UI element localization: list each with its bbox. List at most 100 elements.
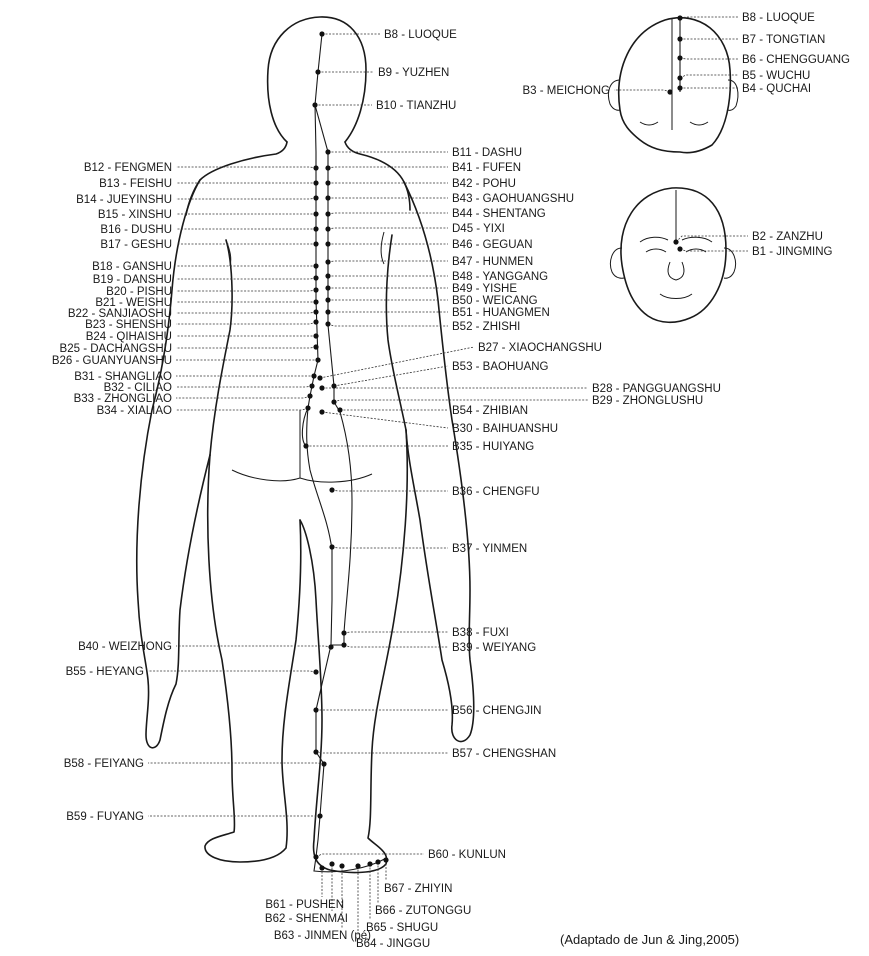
acupoint-dot-b30	[319, 409, 324, 414]
leader-line-b52	[328, 324, 448, 326]
acupoint-dot-b10	[312, 102, 317, 107]
acupoint-dot-b26	[315, 357, 320, 362]
acupoint-label-b5: B5 - WUCHU	[742, 70, 810, 82]
acupoint-label-b29: B29 - ZHONGLUSHU	[592, 395, 703, 407]
acupoint-dot-b24	[313, 333, 318, 338]
acupoint-dot-b43	[325, 195, 330, 200]
acupoint-dot-b64	[355, 863, 360, 868]
leader-line-b36	[332, 490, 448, 491]
leader-line-b33	[176, 396, 310, 398]
acupoint-label-b42: B42 - POHU	[452, 178, 516, 190]
acupoint-label-b52: B52 - ZHISHI	[452, 321, 520, 333]
leader-line-b3	[614, 90, 670, 92]
acupoint-label-b26: B26 - GUANYUANSHU	[52, 355, 172, 367]
leader-line-b5	[680, 75, 738, 78]
acupoint-label-b3: B3 - MEICHONG	[522, 85, 610, 97]
acupoint-label-b25: B25 - DACHANGSHU	[60, 343, 172, 355]
acupoint-dot-b53	[331, 383, 336, 388]
acupoint-label-b19: B19 - DANSHU	[93, 274, 172, 286]
acupoint-dot-b39	[341, 642, 346, 647]
leader-line-b23	[176, 322, 316, 324]
acupoint-label-b24: B24 - QIHAISHU	[86, 331, 172, 343]
leader-line-b20	[176, 290, 316, 291]
acupoint-label-b38: B38 - FUXI	[452, 627, 509, 639]
acupoint-dot-b38	[341, 630, 346, 635]
acupoint-dot-b63	[339, 863, 344, 868]
acupoint-label-b40: B40 - WEIZHONG	[78, 641, 172, 653]
acupoint-label-b35: B35 - HUIYANG	[452, 441, 534, 453]
acupoint-label-b15: B15 - XINSHU	[98, 209, 172, 221]
acupoint-label-b7: B7 - TONGTIAN	[742, 34, 825, 46]
acupoint-label-b4: B4 - QUCHAI	[742, 83, 811, 95]
acupoint-label-b58: B58 - FEIYANG	[64, 758, 144, 770]
head-top-outline	[619, 18, 731, 153]
acupoint-label-b46: B46 - GEGUAN	[452, 239, 533, 251]
acupoint-label-b56: B56 - CHENGJIN	[452, 705, 541, 717]
acupoint-label-b12: B12 - FENGMEN	[84, 162, 172, 174]
acupoint-label-b23: B23 - SHENSHU	[85, 319, 172, 331]
acupoint-dot-b50	[325, 297, 330, 302]
acupoint-label-b65: B65 - SHUGU	[366, 922, 438, 934]
leader-lines	[148, 17, 748, 936]
acupoint-label-b27: B27 - XIAOCHANGSHU	[478, 342, 602, 354]
leader-line-b60	[316, 854, 424, 857]
acupoint-dot-b27	[317, 375, 322, 380]
acupoint-label-b66: B66 - ZUTONGGU	[375, 905, 471, 917]
acupoint-dot-b60	[313, 854, 318, 859]
acupoint-dot-b55	[313, 669, 318, 674]
acupoint-dot-b48	[325, 273, 330, 278]
acupoint-dot-b11	[325, 149, 330, 154]
meridian-inner-line	[308, 34, 322, 408]
acupoint-dot-b17	[313, 241, 318, 246]
acupoint-dot-b45	[325, 226, 330, 231]
body-torso-right	[386, 235, 406, 430]
body-right-leg	[300, 430, 407, 872]
acupoint-label-b16: B16 - DUSHU	[100, 224, 172, 236]
acupoint-dot-b41	[325, 165, 330, 170]
acupoint-dot-b46	[325, 241, 330, 246]
meridian-thigh-inner	[307, 408, 332, 752]
leader-line-b44	[328, 213, 448, 214]
acupoint-label-b57: B57 - CHENGSHAN	[452, 748, 556, 760]
acupoint-dot-b18	[313, 263, 318, 268]
acupoint-dot-b23	[313, 319, 318, 324]
leader-line-b53	[334, 366, 448, 386]
acupoint-label-b14: B14 - JUEYINSHU	[76, 194, 172, 206]
leader-line-b39	[344, 645, 448, 647]
acupoint-label-b37: B37 - YINMEN	[452, 543, 527, 555]
acupoint-dot-b8h	[677, 15, 682, 20]
face-figure	[610, 188, 735, 322]
acupoint-label-b44: B44 - SHENTANG	[452, 208, 546, 220]
acupoint-label-b36: B36 - CHENGFU	[452, 486, 540, 498]
acupoint-label-b62: B62 - SHENMAI	[265, 913, 348, 925]
acupoint-label-b59: B59 - FUYANG	[66, 811, 144, 823]
acupoint-label-b34: B34 - XIALIAO	[97, 405, 172, 417]
acupoint-dot-b3	[667, 89, 672, 94]
acupoint-label-b51: B51 - HUANGMEN	[452, 307, 550, 319]
leader-line-b22	[176, 312, 316, 313]
acupoint-label-b30: B30 - BAIHUANSHU	[452, 423, 558, 435]
acupoint-label-b9: B9 - YUZHEN	[378, 67, 449, 79]
body-scapula-right	[381, 232, 384, 264]
acupoint-dot-b8	[319, 31, 324, 36]
acupoint-label-b8h: B8 - LUOQUE	[742, 12, 815, 24]
leader-line-b25	[176, 347, 316, 348]
acupoint-label-b54: B54 - ZHIBIAN	[452, 405, 528, 417]
acupoint-label-b49: B49 - YISHE	[452, 283, 517, 295]
acupoint-dot-b6	[677, 55, 682, 60]
leader-line-b30	[322, 412, 448, 428]
leader-line-b38	[344, 632, 448, 633]
acupoint-dot-b5	[677, 75, 682, 80]
acupoint-label-b8: B8 - LUOQUE	[384, 29, 457, 41]
acupoint-dot-b57	[313, 749, 318, 754]
acupoint-dot-b16	[313, 226, 318, 231]
acupoint-label-b48: B48 - YANGGANG	[452, 271, 548, 283]
acupoint-label-b47: B47 - HUNMEN	[452, 256, 533, 268]
acupoint-label-b18: B18 - GANSHU	[92, 261, 172, 273]
leader-line-b41	[328, 167, 448, 168]
acupoint-label-b50: B50 - WEICANG	[452, 295, 538, 307]
leader-line-b19	[176, 278, 316, 279]
